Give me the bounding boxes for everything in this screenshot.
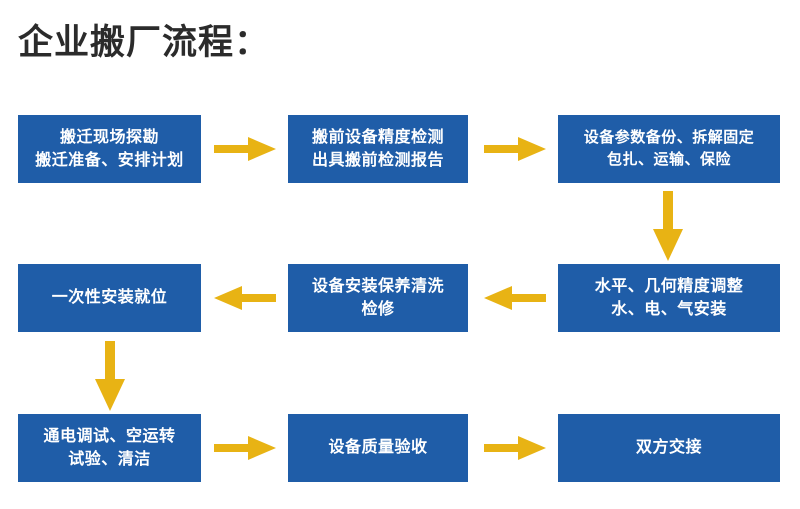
process-node-2-line-1: 搬前设备精度检测 [311,128,444,146]
process-node-5-line-2: 检修 [361,301,395,318]
process-node-7-line-1: 通电调试、空运转 [43,427,176,445]
page-title: 企业搬厂流程： [18,23,271,62]
process-node-8[interactable]: 设备质量验收 [288,414,468,482]
process-node-2[interactable]: 搬前设备精度检测 出具搬前检测报告 [288,115,468,183]
process-node-7[interactable]: 通电调试、空运转 试验、清洁 [18,414,201,482]
process-node-6[interactable]: 一次性安装就位 [18,264,201,332]
arrow-left-icon [484,283,546,313]
process-node-4[interactable]: 水平、几何精度调整 水、电、气安装 [558,264,780,332]
process-node-9[interactable]: 双方交接 [558,414,780,482]
arrow-down-icon [92,341,128,411]
arrow-right-icon [484,433,546,463]
process-node-1[interactable]: 搬迁现场探勘 搬迁准备、安排计划 [18,115,201,183]
process-node-3[interactable]: 设备参数备份、拆解固定 包扎、运输、保险 [558,115,780,183]
arrow-right-icon [214,433,276,463]
process-node-7-line-2: 试验、清洁 [68,451,151,468]
process-node-5-line-1: 设备安装保养清洗 [311,277,444,295]
arrow-right-icon [484,134,546,164]
process-node-1-line-1: 搬迁现场探勘 [59,128,159,146]
arrow-down-icon [650,191,686,261]
process-node-1-line-2: 搬迁准备、安排计划 [35,152,184,169]
arrow-left-icon [214,283,276,313]
process-node-3-line-1: 设备参数备份、拆解固定 [583,129,755,147]
process-node-3-line-2: 包扎、运输、保险 [606,151,731,168]
process-node-5[interactable]: 设备安装保养清洗 检修 [288,264,468,332]
process-node-4-line-2: 水、电、气安装 [611,301,727,318]
process-node-6-line-1: 一次性安装就位 [51,289,168,307]
process-node-9-line-1: 双方交接 [635,439,702,457]
process-node-4-line-1: 水平、几何精度调整 [594,277,744,295]
process-node-8-line-1: 设备质量验收 [328,439,428,457]
process-node-2-line-2: 出具搬前检测报告 [311,152,444,169]
arrow-right-icon [214,134,276,164]
